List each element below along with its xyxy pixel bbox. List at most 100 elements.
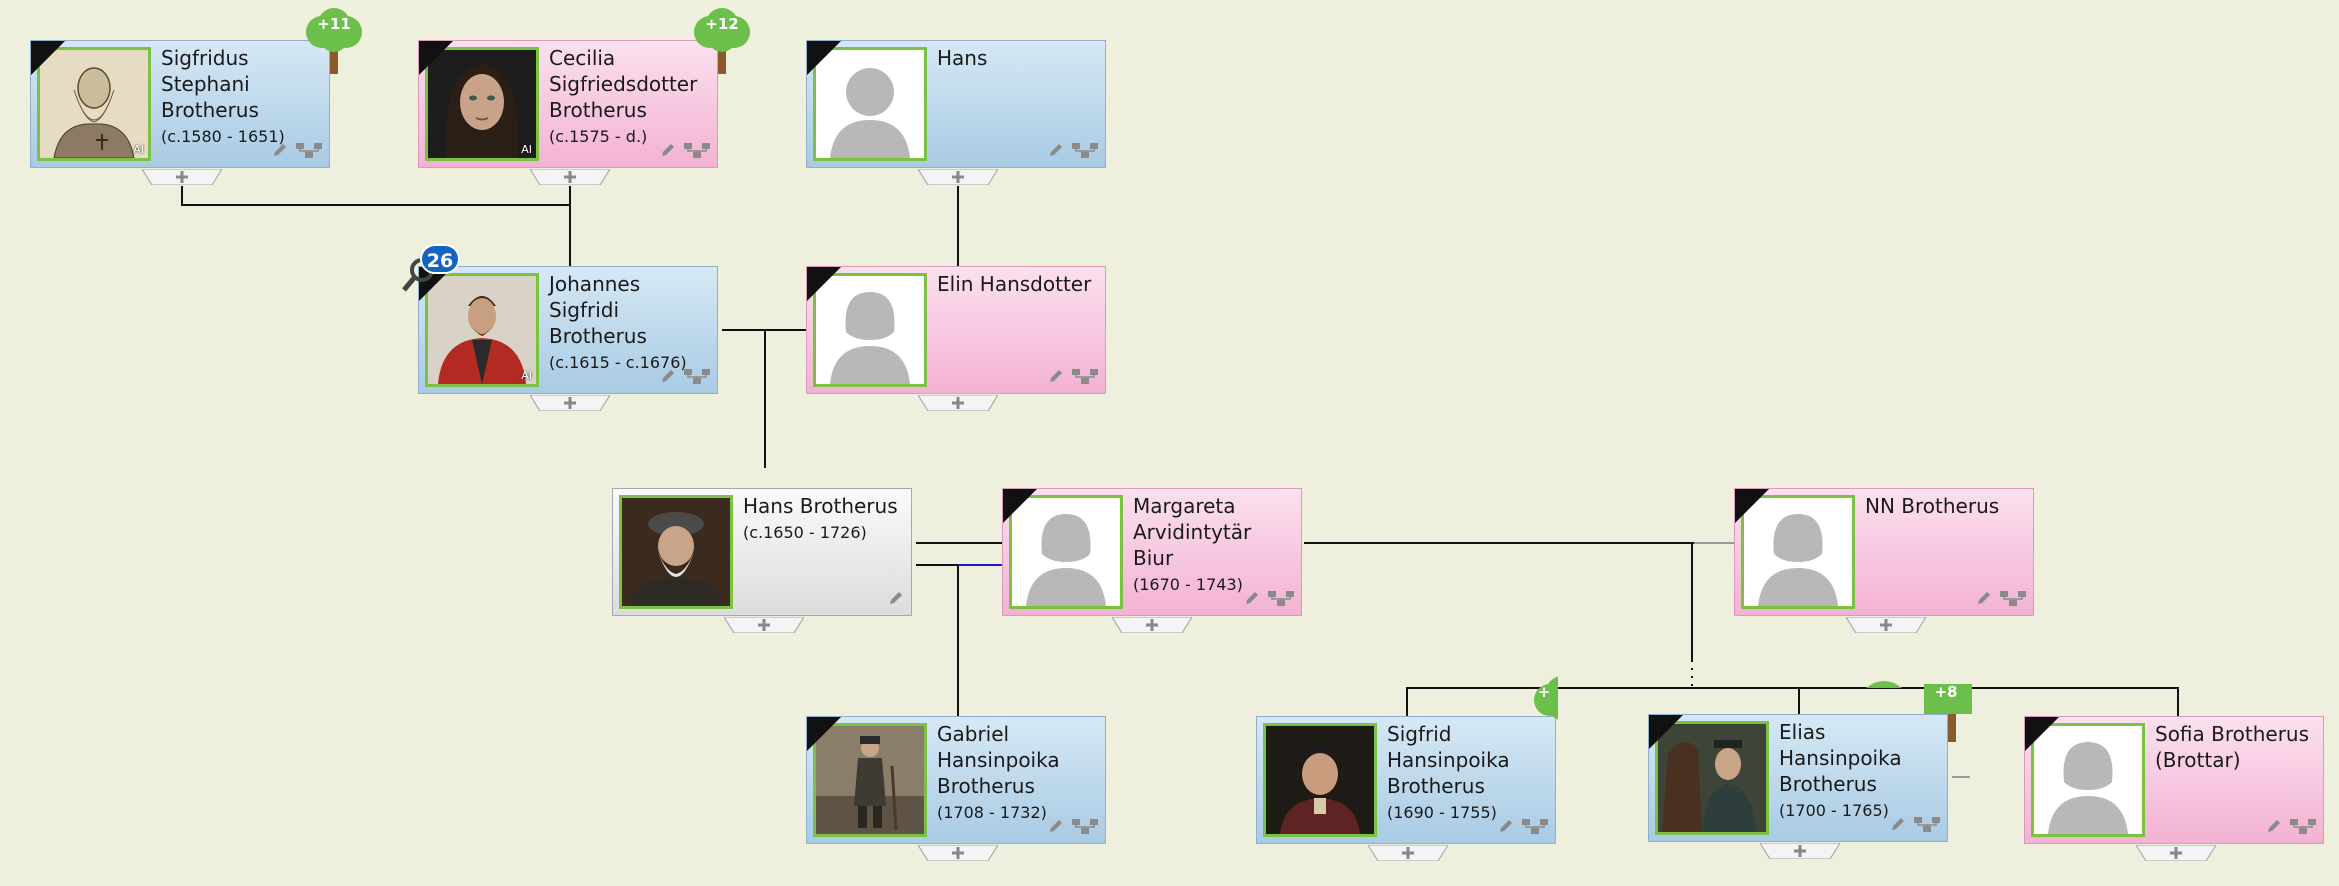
person-full-name: NN Brotherus [1865,494,2000,518]
expand-parents-tab[interactable] [918,169,998,185]
relatives-tree-badge[interactable]: +11 [302,8,366,76]
person-full-name: Cecilia Sigfriedsdotter Brotherus [549,46,698,122]
pencil-icon[interactable] [271,141,289,159]
family-tree-icon[interactable] [683,367,711,385]
ai-badge: AI [521,369,532,382]
pencil-icon[interactable] [1497,817,1515,835]
person-name: Elin Hansdotter [937,271,1097,297]
person-card-sigfridus[interactable]: AI Sigfridus Stephani Brotherus (c.1580 … [30,40,330,168]
expand-children-tab[interactable] [1760,843,1840,859]
person-card-sofia[interactable]: Sofia Brotherus (Brottar) [2024,716,2324,844]
person-name: Sigfrid Hansinpoika Brotherus (1690 - 17… [1387,721,1547,825]
person-card-elias[interactable]: Elias Hansinpoika Brotherus (1700 - 1765… [1648,714,1948,842]
pencil-icon[interactable] [1047,817,1065,835]
pencil-icon[interactable] [1047,141,1065,159]
person-card-nn-brotherus[interactable]: NN Brotherus [1734,488,2034,616]
card-tools [1047,817,1099,835]
person-card-hans[interactable]: Hans [806,40,1106,168]
pencil-icon[interactable] [887,589,905,607]
tree-icon [1866,681,1902,688]
expand-parents-tab[interactable] [1112,617,1192,633]
search-records-badge[interactable]: 26 [400,244,460,296]
tree-icon [1924,684,1972,742]
family-tree-icon[interactable] [1071,367,1099,385]
relatives-tree-badge[interactable]: +12 [690,8,754,76]
female-silhouette-icon [1758,514,1838,606]
person-full-name: Sigfridus Stephani Brotherus [161,46,259,122]
person-full-name: Sigfrid Hansinpoika Brotherus [1387,722,1510,798]
person-name: NN Brotherus [1865,493,2025,519]
person-name: Gabriel Hansinpoika Brotherus (1708 - 17… [937,721,1097,825]
portrait-photo[interactable]: AI [425,47,539,161]
person-card-johannes[interactable]: AI Johannes Sigfridi Brotherus (c.1615 -… [418,266,718,394]
portrait-photo[interactable] [619,495,733,609]
person-dates: (1700 - 1765) [1779,801,1889,820]
card-tools [2265,817,2317,835]
pencil-icon[interactable] [2265,817,2283,835]
card-tools [1889,815,1941,833]
pencil-icon[interactable] [1889,815,1907,833]
pencil-icon[interactable] [1243,589,1261,607]
card-tools [1047,367,1099,385]
expand-parents-tab[interactable] [530,169,610,185]
card-tools [271,141,323,159]
family-tree-icon[interactable] [1913,815,1941,833]
person-card-hans-brotherus[interactable]: Hans Brotherus (c.1650 - 1726) [612,488,912,616]
relatives-count: +8 [1934,683,1958,701]
family-tree-icon[interactable] [1521,817,1549,835]
ai-badge: AI [521,143,532,156]
person-full-name: Hans Brotherus [743,494,898,518]
person-name: Johannes Sigfridi Brotherus (c.1615 - c.… [549,271,709,375]
family-tree-icon[interactable] [1999,589,2027,607]
expand-parents-tab[interactable] [724,617,804,633]
relatives-tree-badge[interactable]: + [1530,676,1558,744]
family-tree-icon[interactable] [1267,589,1295,607]
family-tree-icon[interactable] [1071,817,1099,835]
pencil-icon[interactable] [1047,367,1065,385]
expand-parents-tab[interactable] [1846,617,1926,633]
male-silhouette-icon [830,68,910,158]
expand-children-tab[interactable] [2136,845,2216,861]
portrait-placeholder[interactable] [813,47,927,161]
relatives-tree-badge[interactable]: +8 [1920,676,1972,744]
family-tree-icon[interactable] [1071,141,1099,159]
black-ribbon-icon [1649,715,1683,749]
card-tools [659,141,711,159]
family-tree-icon[interactable] [2289,817,2317,835]
person-name: Cecilia Sigfriedsdotter Brotherus (c.157… [549,45,709,149]
expand-parents-tab[interactable] [142,169,222,185]
expand-parents-tab[interactable] [918,395,998,411]
old-man-cap-portrait-image [622,498,730,606]
black-ribbon-icon [1003,489,1037,523]
expand-children-tab[interactable] [918,845,998,861]
family-tree-icon[interactable] [683,141,711,159]
person-card-gabriel[interactable]: Gabriel Hansinpoika Brotherus (1708 - 17… [806,716,1106,844]
person-name: Elias Hansinpoika Brotherus (1700 - 1765… [1779,719,1939,823]
black-ribbon-icon [807,717,841,751]
pencil-icon[interactable] [659,141,677,159]
person-card-margareta[interactable]: Margareta Arvidintytär Biur (1670 - 1743… [1002,488,1302,616]
person-dates: (1670 - 1743) [1133,575,1243,594]
pencil-icon[interactable] [659,367,677,385]
pencil-icon[interactable] [1975,589,1993,607]
person-name: Hans [937,45,1097,71]
relatives-count: + [1537,683,1551,701]
person-card-elin[interactable]: Elin Hansdotter [806,266,1106,394]
relatives-count: +11 [317,15,351,33]
female-silhouette-icon [830,292,910,384]
expand-children-tab[interactable] [1368,845,1448,861]
person-dates: (c.1650 - 1726) [743,523,867,542]
portrait-photo[interactable] [813,723,927,837]
person-card-cecilia[interactable]: AI Cecilia Sigfriedsdotter Brotherus (c.… [418,40,718,168]
family-tree-icon[interactable] [295,141,323,159]
relatives-count: +12 [705,15,739,33]
expand-parents-tab[interactable] [530,395,610,411]
portrait-photo[interactable] [1263,723,1377,837]
tree-icon [1534,676,1558,720]
portrait-photo[interactable] [1655,721,1769,835]
person-full-name: Hans [937,46,988,70]
person-full-name: Elias Hansinpoika Brotherus [1779,720,1902,796]
card-tools [887,589,905,607]
person-card-sigfrid[interactable]: Sigfrid Hansinpoika Brotherus (1690 - 17… [1256,716,1556,844]
